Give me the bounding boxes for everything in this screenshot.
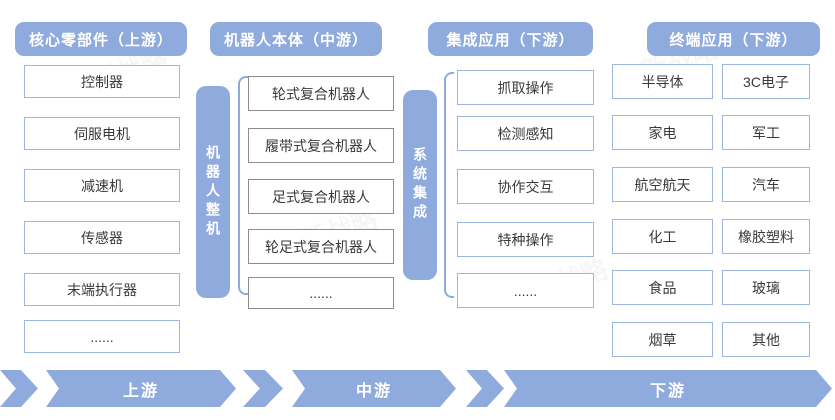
item-sensor: 传感器 xyxy=(24,221,180,254)
item-3c-electronics: 3C电子 xyxy=(722,64,810,99)
item-detection: 检测感知 xyxy=(457,116,594,151)
item-appliances: 家电 xyxy=(612,115,713,150)
item-tracked-robot: 履带式复合机器人 xyxy=(248,128,394,163)
item-ellipsis: ...... xyxy=(24,320,180,353)
item-rubber-plastic: 橡胶塑料 xyxy=(722,219,810,254)
item-special-ops: 特种操作 xyxy=(457,222,594,257)
item-glass: 玻璃 xyxy=(722,270,810,305)
flow-band-downstream: 下游 xyxy=(504,370,832,407)
item-ellipsis: ...... xyxy=(248,277,394,309)
header-robot-body: 机器人本体（中游） xyxy=(210,22,382,56)
chevron-arrow-icon xyxy=(466,370,504,407)
item-legged-robot: 足式复合机器人 xyxy=(248,179,394,214)
item-aerospace: 航空航天 xyxy=(612,167,713,202)
item-controller: 控制器 xyxy=(24,65,180,98)
item-automotive: 汽车 xyxy=(722,167,810,202)
header-terminal-applications: 终端应用（下游） xyxy=(647,22,820,56)
item-other: 其他 xyxy=(722,322,810,357)
item-ellipsis: ...... xyxy=(457,273,594,308)
item-military: 军工 xyxy=(722,115,810,150)
item-reducer: 减速机 xyxy=(24,169,180,202)
header-core-components: 核心零部件（上游） xyxy=(15,22,187,56)
header-integrated-applications: 集成应用（下游） xyxy=(428,22,593,56)
item-tobacco: 烟草 xyxy=(612,322,713,357)
item-servo-motor: 伺服电机 xyxy=(24,117,180,150)
flow-band-upstream: 上游 xyxy=(46,370,236,407)
chevron-arrow-icon xyxy=(0,370,38,407)
item-semiconductor: 半导体 xyxy=(612,64,713,99)
item-grasping: 抓取操作 xyxy=(457,70,594,105)
vertical-bar-robot-machine: 机器人整机 xyxy=(196,86,230,298)
item-end-effector: 末端执行器 xyxy=(24,273,180,306)
vertical-bar-system-integration: 系统集成 xyxy=(403,90,437,280)
bracket-connector xyxy=(238,76,248,295)
item-chemical: 化工 xyxy=(612,219,713,254)
flow-band-midstream: 中游 xyxy=(292,370,456,407)
chevron-arrow-icon xyxy=(243,370,283,407)
item-wheeled-robot: 轮式复合机器人 xyxy=(248,76,394,111)
item-wheel-legged-robot: 轮足式复合机器人 xyxy=(248,229,394,264)
item-food: 食品 xyxy=(612,270,713,305)
item-collaboration: 协作交互 xyxy=(457,169,594,204)
bracket-connector xyxy=(444,72,454,298)
